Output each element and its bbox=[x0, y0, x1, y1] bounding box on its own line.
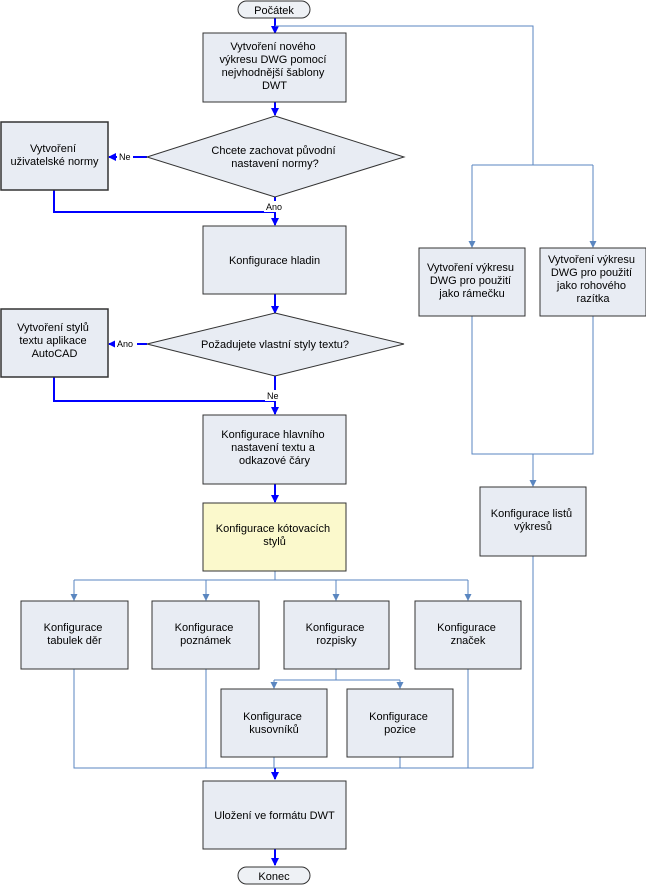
node-balloons: Konfigurace kusovníků bbox=[220, 688, 328, 758]
node-symbols: Konfigurace značek bbox=[414, 600, 522, 670]
node-user-standard-label: Vytvoření uživatelské normy bbox=[10, 143, 99, 168]
node-user-standard: Vytvoření uživatelské normy bbox=[0, 121, 109, 191]
node-parts-lists: Konfigurace rozpisky bbox=[283, 600, 390, 670]
node-dim-styles-label: Konfigurace kótovacích stylů bbox=[216, 523, 333, 548]
node-hole-tables: Konfigurace tabulek děr bbox=[20, 600, 129, 670]
label-no-2: Ne bbox=[267, 391, 279, 401]
decision-keep-settings-label: Chcete zachovat původní nastavení normy? bbox=[211, 145, 338, 170]
node-position: Konfigurace pozice bbox=[346, 688, 454, 758]
node-save-dwt: Uložení ve formátu DWT bbox=[202, 780, 347, 850]
node-layers: Konfigurace hladin bbox=[202, 225, 347, 295]
node-start-label: Počátek bbox=[254, 5, 294, 17]
node-main-text: Konfigurace hlavního nastavení textu a o… bbox=[202, 414, 347, 485]
node-dim-styles: Konfigurace kótovacích stylů bbox=[202, 502, 347, 572]
decision-own-text-styles-label: Požadujete vlastní styly textu? bbox=[201, 339, 349, 351]
node-balloons-label: Konfigurace kusovníků bbox=[243, 711, 305, 736]
edge-labels: Ne Ano Ano Ne bbox=[115, 151, 286, 401]
node-main-text-label: Konfigurace hlavního nastavení textu a o… bbox=[221, 429, 327, 467]
edge-merge bbox=[73, 669, 533, 769]
node-end: Konec bbox=[237, 866, 311, 885]
node-save-dwt-label: Uložení ve formátu DWT bbox=[214, 810, 335, 822]
node-start: Počátek bbox=[237, 0, 311, 19]
edge-autocad-return bbox=[53, 377, 275, 402]
node-notes: Konfigurace poznámek bbox=[151, 600, 260, 670]
node-sheets-label: Konfigurace listů výkresů bbox=[491, 508, 575, 533]
node-title-block: Vytvoření výkresu DWG pro použití jako r… bbox=[539, 247, 646, 317]
node-autocad-styles-label: Vytvoření stylů textu aplikace AutoCAD bbox=[17, 322, 92, 360]
decision-keep-settings: Chcete zachovat původní nastavení normy? bbox=[145, 115, 406, 198]
label-no-1: Ne bbox=[119, 152, 131, 162]
edge-top-right bbox=[275, 25, 534, 165]
edge-user-return bbox=[53, 190, 275, 213]
label-yes-2: Ano bbox=[117, 339, 133, 349]
node-position-label: Konfigurace pozice bbox=[369, 711, 431, 736]
node-title-block-label: Vytvoření výkresu DWG pro použití jako r… bbox=[548, 254, 638, 305]
decision-own-text-styles: Požadujete vlastní styly textu? bbox=[146, 312, 405, 377]
node-end-label: Konec bbox=[258, 871, 290, 883]
connectors bbox=[53, 18, 597, 866]
node-sheets: Konfigurace listů výkresů bbox=[479, 486, 587, 557]
node-new-drawing-label: Vytvoření nového výkresu DWG pomocí nejv… bbox=[219, 41, 329, 92]
node-parts-lists-label: Konfigurace rozpisky bbox=[306, 622, 368, 647]
node-frame-label: Vytvoření výkresu DWG pro použití jako r… bbox=[427, 262, 517, 300]
node-symbols-label: Konfigurace značek bbox=[437, 622, 499, 647]
node-autocad-styles: Vytvoření stylů textu aplikace AutoCAD bbox=[0, 308, 109, 378]
node-new-drawing: Vytvoření nového výkresu DWG pomocí nejv… bbox=[202, 32, 347, 103]
node-notes-label: Konfigurace poznámek bbox=[175, 622, 237, 647]
label-yes-1: Ano bbox=[266, 202, 282, 212]
node-hole-tables-label: Konfigurace tabulek děr bbox=[44, 622, 106, 647]
node-frame: Vytvoření výkresu DWG pro použití jako r… bbox=[418, 247, 526, 317]
node-layers-label: Konfigurace hladin bbox=[229, 255, 320, 267]
edge-frame-down bbox=[471, 316, 594, 455]
